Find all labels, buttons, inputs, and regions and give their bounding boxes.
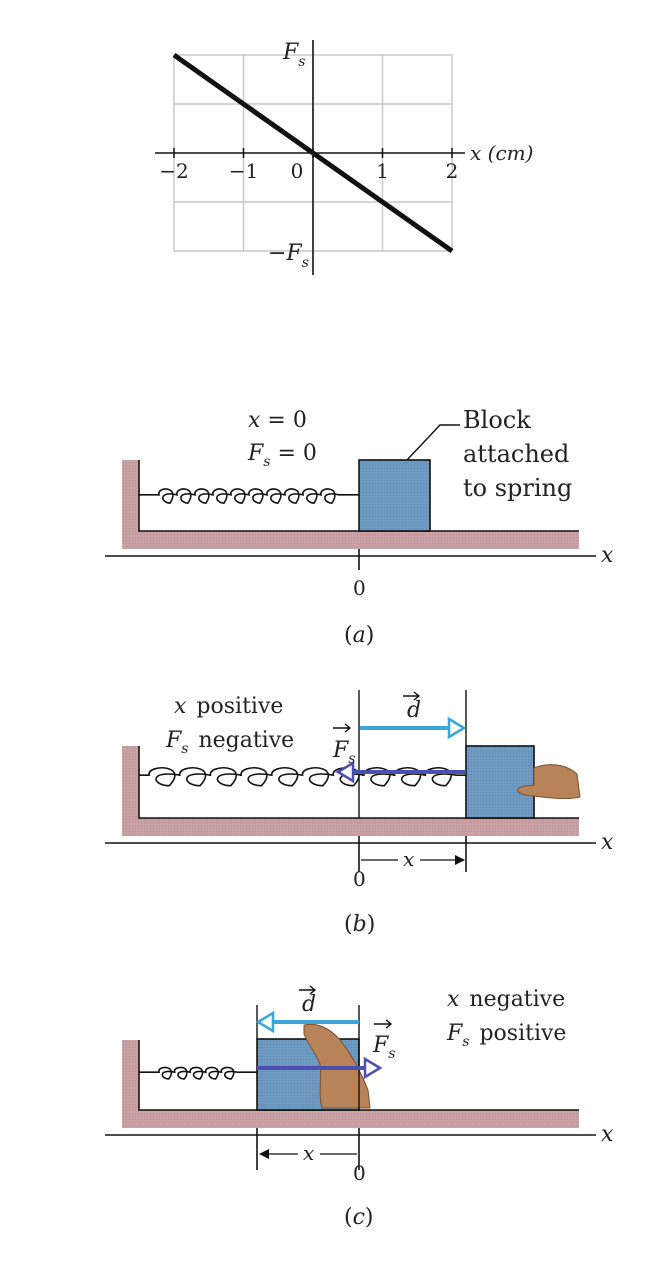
displacement-dimension-label: x: [303, 1141, 314, 1165]
wall-edge: [138, 460, 579, 532]
graph-y-bottom-label: −Fs: [268, 241, 309, 271]
equation-force: Fs = 0: [247, 441, 317, 470]
position-axis-label: x: [601, 543, 614, 568]
equation-x: x = 0: [248, 408, 307, 433]
wall-edge: [138, 1040, 579, 1111]
panel-b-caption: (b): [344, 912, 375, 937]
force-graph: −2 −1 0 1 2 x (cm) Fs −Fs: [155, 40, 533, 275]
wall-edge: [138, 746, 579, 819]
hand-pushing-icon: [517, 764, 581, 800]
graph-x-axis-label: x (cm): [470, 141, 533, 165]
spring-force-arrowhead: [363, 1056, 383, 1080]
panel-a: Block attached to spring x = 0 Fs = 0 x …: [105, 406, 614, 648]
force-line: [172, 52, 454, 254]
graph-x-tick-label: −2: [159, 159, 188, 183]
position-axis-label: x: [601, 1122, 614, 1147]
displacement-label: d: [302, 992, 316, 1017]
vector-overline-icon: [333, 723, 352, 733]
spring-coil: [139, 1066, 257, 1080]
block: [465, 745, 535, 819]
displacement-dimension-label: x: [403, 847, 414, 871]
graph-y-top-label: Fs: [282, 40, 305, 70]
block-label-line-2: attached: [463, 440, 569, 468]
graph-x-tick-label: 2: [446, 159, 459, 183]
block-label-line-1: Block: [463, 406, 531, 434]
block: [358, 459, 431, 532]
displacement-arrowhead: [447, 716, 467, 740]
vector-overline-icon: [374, 1019, 393, 1029]
displacement-label: d: [407, 698, 421, 723]
panel-c-caption: (c): [344, 1205, 374, 1230]
origin-label: 0: [353, 867, 366, 891]
vector-overline-icon: [299, 985, 317, 995]
spring-force-arrowhead: [335, 760, 355, 784]
graph-x-tick-label: 0: [291, 159, 304, 183]
graph-x-tick-label: −1: [229, 159, 258, 183]
origin-label: 0: [353, 576, 366, 600]
displacement-arrowhead: [255, 1010, 275, 1034]
block-label-line-3: to spring: [463, 474, 572, 502]
origin-label: 0: [353, 1161, 366, 1185]
spring-force-label: Fs: [332, 738, 355, 767]
graph-tick-labels: −2 −1 0 1 2: [159, 159, 458, 183]
panel-a-caption: (a): [344, 623, 374, 648]
spring: [139, 1066, 257, 1080]
vector-overline-icon: [403, 691, 421, 701]
graph-x-tick-label: 1: [376, 159, 389, 183]
spring: [139, 488, 359, 504]
spring-coil: [139, 488, 359, 504]
position-axis-label: x: [601, 830, 614, 855]
spring-force-label: Fs: [372, 1033, 395, 1062]
block-label-leader: [406, 424, 460, 461]
dimension-arrowhead: [455, 855, 465, 865]
